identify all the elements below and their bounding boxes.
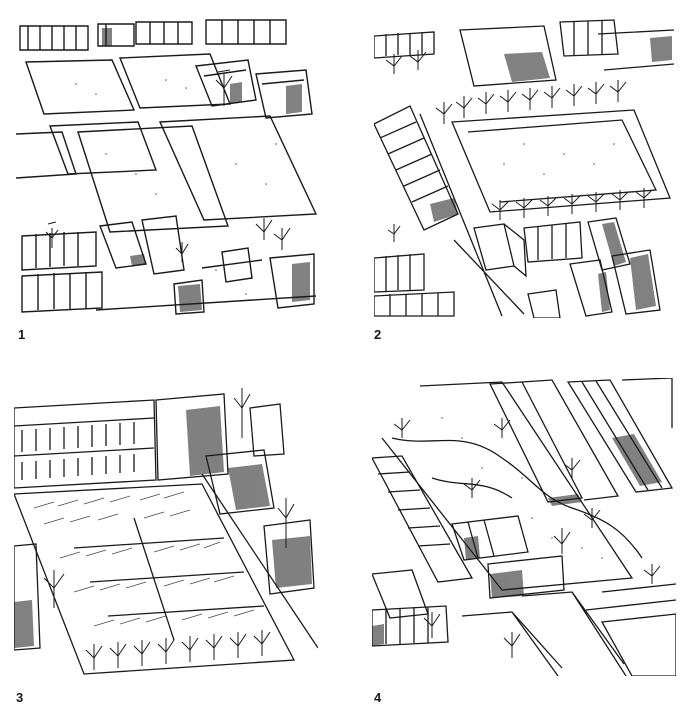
sketch-panel-4: [372, 378, 676, 676]
panel-number-4: 4: [374, 690, 382, 705]
panel-number-2: 2: [374, 327, 382, 342]
sketch-panel-1: [16, 14, 318, 318]
panel-number-3: 3: [16, 690, 24, 705]
sketch-2-drawing: [374, 19, 675, 318]
sketch-4-drawing: [372, 378, 676, 676]
sketch-panel-2: [374, 14, 676, 318]
sketch-panel-3: [14, 378, 318, 676]
sketch-3-drawing: [14, 388, 318, 675]
panel-number-1: 1: [18, 327, 26, 342]
sketch-1-drawing: [16, 19, 318, 315]
